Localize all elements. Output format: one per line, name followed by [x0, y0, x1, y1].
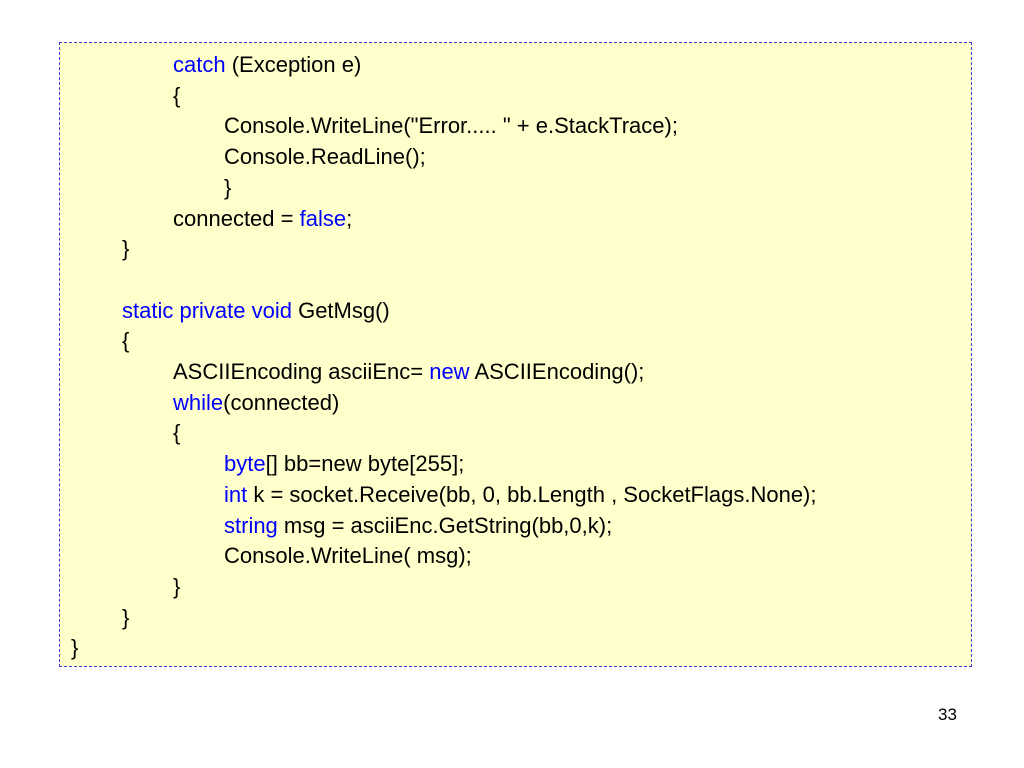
code-line: }	[122, 234, 129, 264]
code-text: ASCIIEncoding asciiEnc=	[173, 359, 430, 384]
code-text: ;	[346, 205, 353, 231]
code-text: {	[173, 420, 181, 446]
code-line: }	[122, 603, 129, 633]
code-line: connected = false;	[173, 204, 352, 234]
code-text: }	[71, 635, 79, 661]
code-block: catch (Exception e){Console.WriteLine("E…	[59, 42, 972, 667]
code-line: }	[173, 572, 180, 602]
code-line: {	[173, 81, 180, 111]
code-line: while(connected)	[173, 388, 339, 418]
code-line: {	[122, 326, 129, 356]
code-keyword: new	[429, 359, 470, 384]
code-line: Console.ReadLine();	[224, 142, 426, 172]
code-keyword: false	[299, 205, 347, 231]
code-text: (connected)	[223, 389, 340, 415]
code-text: }	[122, 604, 130, 630]
code-line: Console.WriteLine("Error..... " + e.Stac…	[224, 111, 678, 141]
code-line: Console.WriteLine( msg);	[224, 541, 472, 571]
code-line: string msg = asciiEnc.GetString(bb,0,k);	[224, 511, 612, 541]
code-text: Console.ReadLine();	[224, 144, 426, 170]
code-line: int k = socket.Receive(bb, 0, bb.Length …	[224, 480, 817, 510]
code-text: connected =	[173, 205, 300, 231]
code-keyword: static private void	[122, 297, 292, 323]
code-line: {	[173, 418, 180, 448]
code-text: k = socket.Receive(bb, 0, bb.Length , So…	[247, 481, 817, 507]
code-keyword: int	[224, 481, 248, 507]
code-text: }	[224, 174, 232, 200]
code-keyword: catch	[173, 52, 226, 77]
code-text: (Exception e)	[225, 52, 362, 77]
code-line: byte[] bb=new byte[255];	[224, 449, 464, 479]
code-text: }	[122, 236, 130, 262]
code-text: msg = asciiEnc.GetString(bb,0,k);	[277, 512, 613, 538]
code-text: Console.WriteLine( msg);	[224, 543, 472, 569]
code-text: [] bb=new byte[255];	[265, 451, 465, 477]
code-text: ASCIIEncoding();	[469, 359, 645, 384]
page-number: 33	[938, 705, 957, 724]
code-text: GetMsg()	[291, 297, 390, 323]
code-line: }	[224, 173, 231, 203]
code-line: catch (Exception e)	[173, 50, 361, 80]
code-text: {	[173, 82, 181, 108]
code-line: }	[71, 633, 78, 663]
code-text: Console.WriteLine("Error..... " + e.Stac…	[224, 113, 678, 139]
code-keyword: byte	[224, 451, 266, 477]
code-text: }	[173, 573, 181, 599]
code-keyword: while	[173, 389, 224, 415]
code-text: {	[122, 328, 130, 354]
code-line: ASCIIEncoding asciiEnc= new ASCIIEncodin…	[173, 357, 644, 387]
code-keyword: string	[224, 512, 278, 538]
code-line: static private void GetMsg()	[122, 296, 390, 326]
